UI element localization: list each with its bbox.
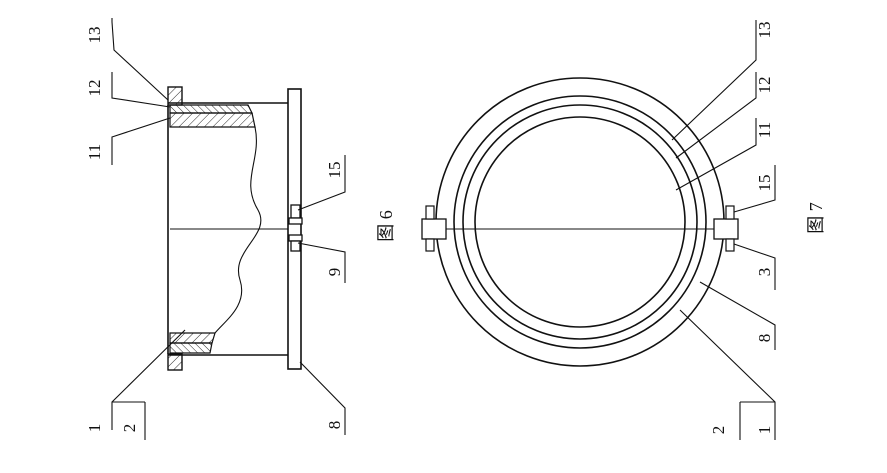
caption-figure-7: 图 7 <box>806 202 826 234</box>
right-bolt-nut <box>725 238 735 252</box>
label-11: 11 <box>85 144 104 160</box>
label-1: 1 <box>85 424 104 433</box>
leader-11 <box>111 117 171 165</box>
bolt-15 <box>290 204 301 219</box>
layer-12-bottom <box>169 342 213 354</box>
label7-2: 2 <box>709 426 728 435</box>
label7-15: 15 <box>755 175 774 192</box>
layer-12-ring <box>462 104 698 340</box>
housing-8-outer <box>435 77 725 367</box>
layer-13-ring <box>453 95 707 349</box>
bolt-9 <box>290 240 301 252</box>
leader7-11 <box>675 118 757 191</box>
label7-1: 1 <box>755 426 774 435</box>
right-lug <box>713 218 739 240</box>
nut-15 <box>288 217 303 225</box>
label7-13: 13 <box>755 22 774 39</box>
label-2: 2 <box>120 424 139 433</box>
right-bolt-head <box>725 205 735 220</box>
leader-12 <box>111 72 171 108</box>
leader-9 <box>297 242 346 283</box>
label-9: 9 <box>325 268 344 277</box>
label-12: 12 <box>85 80 104 97</box>
caption-figure-6: 图 6 <box>376 210 396 242</box>
label-15: 15 <box>325 162 344 179</box>
housing-8 <box>287 88 302 370</box>
leader7-3 <box>733 243 776 290</box>
figure-6: 13 12 11 15 9 1 2 8 图 6 <box>85 18 396 440</box>
layer-11-top <box>169 112 256 128</box>
leader-8 <box>299 361 346 435</box>
leader-15 <box>297 155 346 211</box>
leader-13 <box>111 18 169 101</box>
label-8: 8 <box>325 421 344 430</box>
left-bolt-head <box>425 205 435 220</box>
label7-8: 8 <box>755 334 774 343</box>
leader7-1 <box>679 309 776 440</box>
label7-3: 3 <box>755 268 774 277</box>
break-line <box>214 126 262 334</box>
left-bolt-nut <box>425 238 435 252</box>
label7-12: 12 <box>755 77 774 94</box>
left-lug <box>421 218 447 240</box>
flange-13-bottom <box>167 353 183 371</box>
leader7-13 <box>671 20 757 141</box>
label7-11: 11 <box>755 122 774 138</box>
label-13: 13 <box>85 27 104 44</box>
leader7-15 <box>733 165 776 213</box>
layer-11-ring <box>474 116 686 328</box>
figure-7: 13 12 11 15 3 8 2 1 图 7 <box>421 20 826 440</box>
leader7-12 <box>675 72 757 159</box>
leader7-8 <box>699 281 776 350</box>
nut-9 <box>288 234 303 242</box>
layer-12-top <box>169 104 253 114</box>
